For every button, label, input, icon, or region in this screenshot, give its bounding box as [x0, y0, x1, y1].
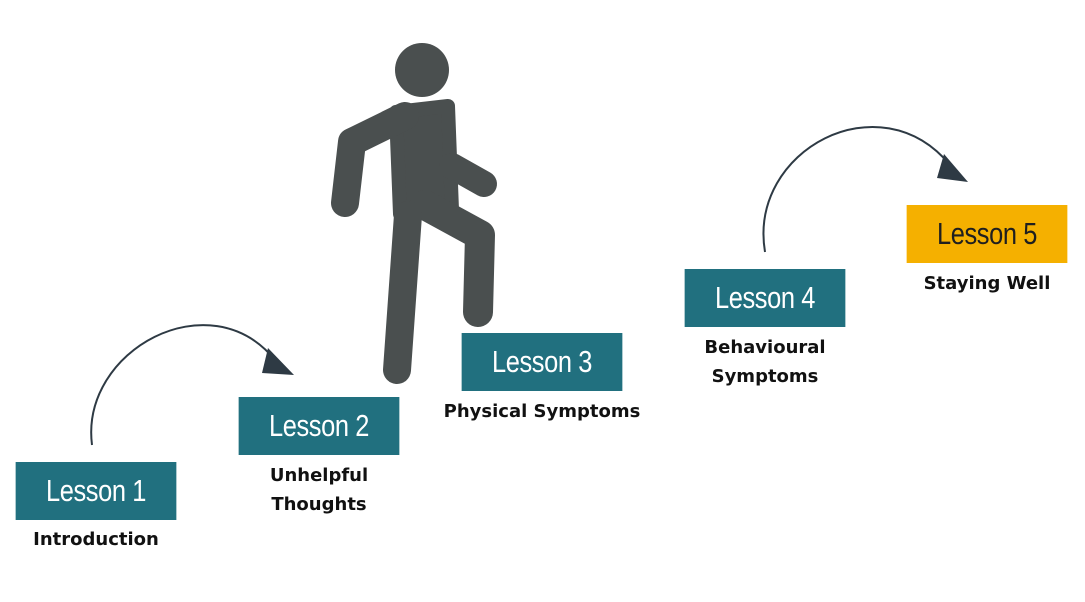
- lesson-5-label: Lesson 5: [937, 216, 1037, 251]
- lesson-1-caption: Introduction: [33, 529, 159, 550]
- curved-arrow-icon: [762, 126, 968, 253]
- lesson-3-caption: Physical Symptoms: [443, 401, 641, 422]
- lesson-5-step: Lesson 5: [906, 205, 1068, 263]
- lesson-2-step: Lesson 2: [238, 397, 400, 455]
- lesson-4-caption-text: Behavioural Symptoms: [704, 337, 826, 387]
- lesson-4-step: Lesson 4: [684, 269, 846, 327]
- lesson-3-label: Lesson 3: [492, 344, 592, 379]
- lesson-4-caption: Behavioural Symptoms: [655, 333, 875, 391]
- lesson-1-step: Lesson 1: [15, 462, 177, 520]
- lesson-2-label: Lesson 2: [269, 408, 369, 443]
- curved-arrow-icon: [90, 324, 294, 446]
- lesson-2-caption: Unhelpful Thoughts: [209, 461, 429, 519]
- lesson-2-caption-text: Unhelpful Thoughts: [269, 465, 369, 515]
- lesson-3-step: Lesson 3: [461, 333, 623, 391]
- lesson-1-label: Lesson 1: [46, 473, 146, 508]
- lesson-5-caption: Staying Well: [923, 273, 1051, 294]
- lesson-4-label: Lesson 4: [715, 280, 815, 315]
- person-climbing-stairs-icon: [331, 43, 497, 384]
